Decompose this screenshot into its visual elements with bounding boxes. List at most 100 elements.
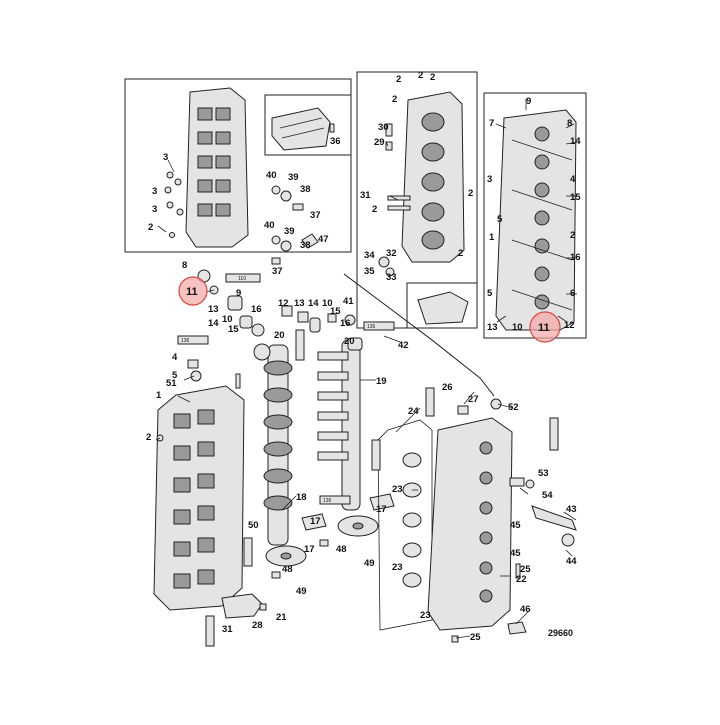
cam-caps (301, 493, 395, 531)
callout-44: 44 (566, 556, 577, 567)
sensor-53 (509, 477, 535, 489)
callout-20-b: 20 (344, 336, 355, 347)
callout-12-main: 12 (278, 298, 289, 309)
tube-136-c: 136 (363, 321, 395, 331)
tube-136-a-label: 136 (181, 338, 190, 344)
callout-8: 8 (567, 118, 572, 129)
camshaft-19 (317, 339, 361, 511)
callout-2-inset-side: 2 (372, 204, 377, 215)
callout-46: 46 (520, 604, 531, 615)
callout-16-inset: 16 (570, 252, 581, 263)
callout-40-b: 40 (264, 220, 275, 231)
callout-35: 35 (364, 266, 375, 277)
callout-30: 30 (378, 122, 389, 133)
sprocket-48-right (337, 515, 379, 537)
callout-38-a: 38 (300, 184, 311, 195)
callout-21: 21 (276, 612, 287, 623)
callout-45-a: 45 (510, 520, 521, 531)
callout-29: 29 (374, 137, 385, 148)
callout-27: 27 (468, 394, 479, 405)
callout-7: 7 (489, 118, 494, 129)
callout-49-a: 49 (296, 586, 307, 597)
callout-13-main-b: 13 (294, 298, 305, 309)
inset-detail-part (417, 291, 469, 325)
tube-vertical-1 (205, 329, 559, 647)
sensor-43 (531, 505, 577, 547)
callout-38-b: 38 (300, 240, 311, 251)
callout-5-inset-b: 5 (487, 288, 493, 299)
cylinder-head-main (153, 385, 245, 611)
callout-19: 19 (376, 376, 387, 387)
callout-1-main: 1 (156, 390, 162, 401)
callout-22: 22 (516, 574, 527, 585)
callout-1-inset: 1 (489, 232, 495, 243)
callout-52: 52 (508, 402, 519, 413)
callout-47: 47 (318, 234, 329, 245)
callout-2-top-a: 2 (396, 74, 401, 85)
callout-5-main: 5 (172, 370, 178, 381)
callout-2-main: 2 (146, 432, 151, 443)
callout-2-top-d: 2 (392, 94, 397, 105)
highlight-circle-11-right (529, 311, 561, 343)
callout-53: 53 (538, 468, 549, 479)
callout-14-inset: 14 (570, 136, 581, 147)
callout-14-main-b: 14 (308, 298, 319, 309)
callout-42: 42 (398, 340, 409, 351)
callout-3-a: 3 (163, 152, 168, 163)
tube-136-b-label: 136 (323, 498, 332, 504)
callout-15-inset: 15 (570, 192, 581, 203)
callout-11-right: 11 (538, 322, 550, 334)
callout-8-main: 8 (182, 260, 187, 271)
callout-32: 32 (386, 248, 397, 259)
highlight-circle-11-left (178, 276, 208, 306)
callout-15-main-b: 15 (330, 306, 341, 317)
callout-48-a: 48 (282, 564, 293, 575)
callout-10-main-b: 10 (322, 298, 333, 309)
tube-136-b: 136 (319, 495, 351, 505)
inset-box-engine-view (264, 94, 352, 156)
callout-20-a: 20 (274, 330, 285, 341)
callout-50: 50 (248, 520, 259, 531)
callout-2-top-b: 2 (418, 70, 423, 81)
tube-110: 110 (225, 273, 261, 283)
callout-2-inset-right: 2 (468, 188, 473, 199)
callout-39-a: 39 (288, 172, 299, 183)
callout-11-left: 11 (186, 286, 198, 298)
callout-16-main: 16 (251, 304, 262, 315)
callout-33: 33 (386, 272, 397, 283)
callout-2-top-c: 2 (430, 72, 435, 83)
callout-25-a: 25 (520, 564, 531, 575)
callout-31-inset: 31 (360, 190, 371, 201)
callout-10-inset: 10 (512, 322, 523, 333)
dipstick-tube (343, 273, 495, 397)
callout-31-main: 31 (222, 624, 233, 635)
callout-49-b: 49 (364, 558, 375, 569)
clip-46 (507, 621, 527, 635)
callout-13-main-a: 13 (208, 304, 219, 315)
leader-lines (155, 99, 578, 639)
callout-3-b: 3 (152, 186, 157, 197)
spark-plug-seals (402, 452, 422, 588)
tube-136-a: 136 (177, 335, 209, 345)
valve-small-parts (197, 269, 363, 351)
callout-17-a: 17 (310, 516, 321, 527)
callout-54: 54 (542, 490, 553, 501)
callout-18: 18 (296, 492, 307, 503)
tube-136-c-label: 136 (367, 324, 376, 330)
callout-9-inset: 9 (526, 96, 531, 107)
callout-34: 34 (364, 250, 375, 261)
callout-13-inset: 13 (487, 322, 498, 333)
callout-15-main-a: 15 (228, 324, 239, 335)
valve-cover-main (427, 417, 513, 631)
callout-6-inset: 6 (570, 288, 575, 299)
callout-51: 51 (166, 378, 177, 389)
tube-110-label: 110 (238, 276, 246, 282)
sprocket-48-left (265, 545, 307, 567)
callout-37-b: 37 (272, 266, 283, 277)
bolts-misc (156, 359, 521, 643)
inset-valve-cover (495, 109, 577, 331)
inset-cylinder-head-1 (185, 87, 249, 248)
callout-14-main-a: 14 (208, 318, 219, 329)
